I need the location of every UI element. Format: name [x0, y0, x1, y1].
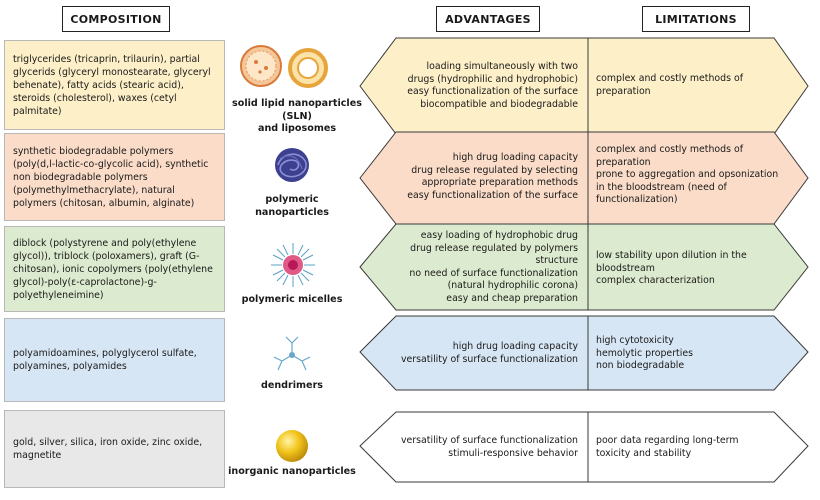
limitation-item: low stability upon dilution in the	[596, 250, 747, 261]
limitation-item: toxicity and stability	[596, 447, 692, 459]
limitation-item: complex and costly methods of	[596, 144, 744, 155]
advantage-item: no need of surface functionalization	[409, 267, 578, 279]
advantages-polymeric: high drug loading capacity drug release …	[390, 152, 578, 202]
advantage-item: biocompatible and biodegradable	[420, 98, 578, 110]
limitations-sln: complex and costly methods of preparatio…	[596, 73, 776, 98]
limitations-dendrimers: high cytotoxicity hemolytic properties n…	[596, 335, 776, 373]
advantage-item: versatility of surface functionalization	[400, 353, 578, 365]
advantage-item: stimuli-responsive behavior	[448, 447, 578, 459]
label-sln: solid lipid nanoparticles (SLN) and lipo…	[222, 98, 372, 136]
limitation-item: poor data regarding long-term	[596, 435, 739, 446]
label-dendrimers: dendrimers	[232, 380, 352, 393]
label-inorganic: inorganic nanoparticles	[222, 466, 362, 479]
advantages-sln: loading simultaneously with two drugs (h…	[390, 61, 578, 111]
label-polymeric-line: polymeric	[265, 194, 319, 205]
limitation-item: prone to aggregation and opsonization	[596, 169, 779, 180]
advantage-item: drugs (hydrophilic and hydrophobic)	[407, 73, 578, 85]
advantage-item: drug release regulated by polymers	[410, 242, 578, 254]
limitation-item: preparation	[596, 85, 651, 97]
row-sln-hexagon	[359, 37, 809, 135]
advantage-item: high drug loading capacity	[452, 341, 578, 352]
advantage-item: loading simultaneously with two	[426, 61, 578, 72]
advantage-item: (natural hydrophilic corona)	[447, 280, 578, 291]
label-micelles-line: polymeric micelles	[241, 294, 343, 305]
advantage-item: easy functionalization of the surface	[407, 189, 578, 201]
label-inorganic-line: inorganic nanoparticles	[228, 466, 356, 477]
label-dendrimers-line: dendrimers	[260, 380, 324, 391]
limitation-item: functionalization)	[596, 194, 678, 205]
lipid-nanoparticle-liposome-icon	[240, 45, 328, 88]
label-sln-line: solid lipid nanoparticles (SLN)	[232, 98, 362, 122]
dendrimer-icon	[273, 336, 311, 371]
composition-sln: triglycerides (tricaprin, trilaurin), pa…	[4, 40, 225, 130]
advantage-item: versatility of surface functionalization	[400, 435, 578, 446]
advantage-item: structure	[535, 255, 578, 266]
composition-polymeric: synthetic biodegradable polymers (poly(d…	[4, 133, 225, 221]
label-polymeric-line: nanoparticles	[255, 206, 329, 218]
limitation-item: complex characterization	[596, 275, 715, 286]
label-polymeric: polymeric nanoparticles	[232, 194, 352, 219]
composition-header: COMPOSITION	[62, 6, 170, 32]
advantage-item: easy functionalization of the surface	[407, 86, 578, 97]
advantage-item: appropriate preparation methods	[421, 177, 578, 188]
limitation-item: preparation	[596, 156, 651, 168]
limitations-inorganic: poor data regarding long-term toxicity a…	[596, 435, 776, 460]
limitations-micelles: low stability upon dilution in the blood…	[596, 250, 776, 288]
row-dendrimers-hexagon	[359, 315, 809, 391]
limitations-header: LIMITATIONS	[642, 6, 750, 32]
composition-inorganic: gold, silver, silica, iron oxide, zinc o…	[4, 410, 225, 488]
inorganic-nanoparticle-icon	[276, 430, 308, 462]
limitation-item: complex and costly methods of	[596, 73, 744, 84]
advantages-header: ADVANTAGES	[436, 6, 540, 32]
advantage-item: high drug loading capacity	[452, 152, 578, 163]
advantage-item: drug release regulated by selecting	[411, 164, 578, 176]
limitation-item: non biodegradable	[596, 360, 685, 371]
composition-dendrimers: polyamidoamines, polyglycerol sulfate, p…	[4, 318, 225, 402]
composition-micelles: diblock (polystyrene and poly(ethylene g…	[4, 226, 225, 312]
label-micelles: polymeric micelles	[232, 294, 352, 307]
advantages-inorganic: versatility of surface functionalization…	[390, 435, 578, 460]
row-inorganic-hexagon	[359, 411, 809, 483]
row-micelles-hexagon	[359, 223, 809, 311]
limitation-item: hemolytic properties	[596, 347, 693, 359]
label-sln-line: and liposomes	[257, 123, 337, 134]
advantages-dendrimers: high drug loading capacity versatility o…	[390, 341, 578, 366]
limitations-polymeric: complex and costly methods of preparatio…	[596, 144, 786, 207]
advantage-item: easy and cheap preparation	[446, 292, 578, 304]
limitation-item: in the bloodstream (need of	[596, 181, 727, 193]
polymeric-nanoparticle-icon	[275, 148, 309, 182]
limitation-item: high cytotoxicity	[596, 335, 674, 346]
row-polymeric-hexagon	[359, 131, 809, 225]
polymeric-micelle-icon	[271, 243, 315, 287]
advantage-item: easy loading of hydrophobic drug	[420, 230, 578, 241]
advantages-micelles: easy loading of hydrophobic drug drug re…	[390, 230, 578, 305]
limitation-item: bloodstream	[596, 262, 655, 274]
